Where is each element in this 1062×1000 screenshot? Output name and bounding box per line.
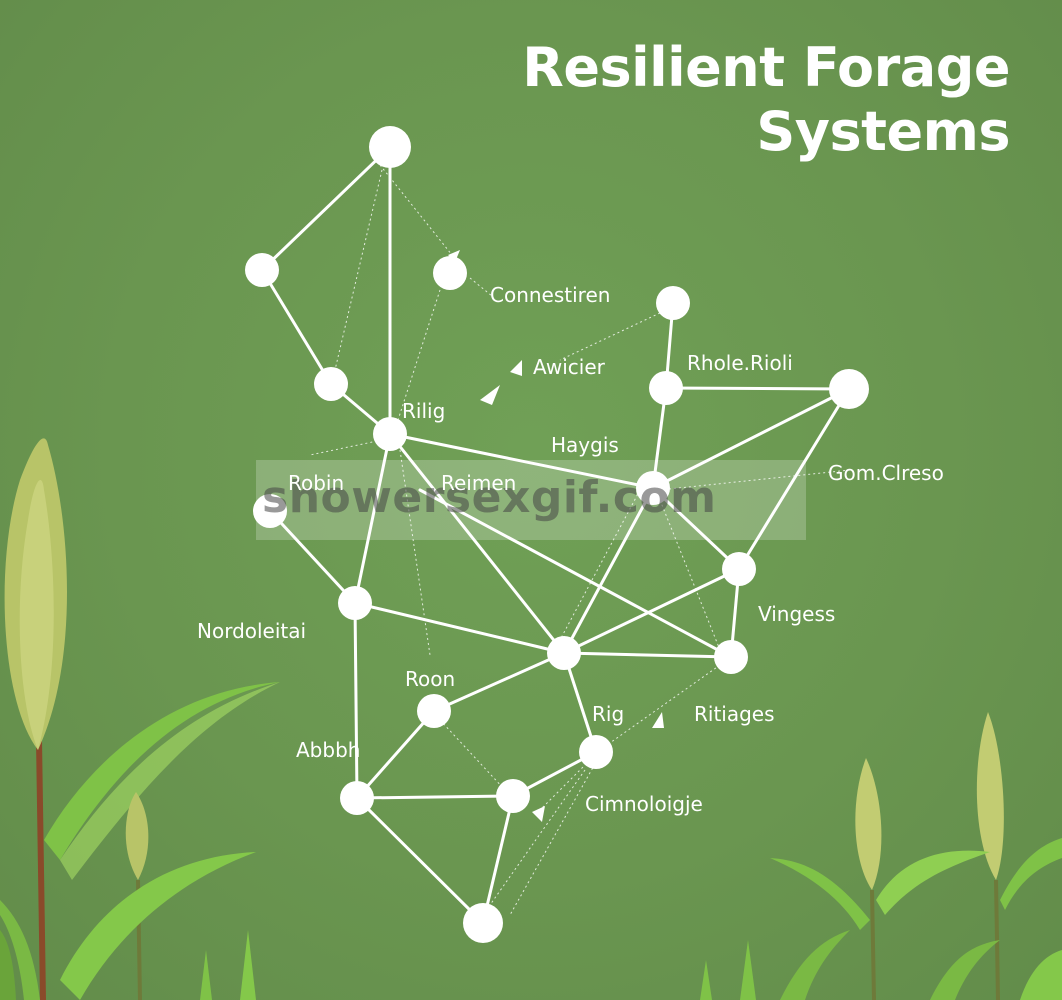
label-gom: Gom.Clreso [828,461,944,485]
label-rig: Rig [592,702,625,726]
label-rilig: Rilig [402,399,446,423]
label-vingess: Vingess [758,602,836,626]
node [579,735,613,769]
arrow-marks [448,250,664,822]
watermark-text: showersexgif.com [262,472,717,523]
network-nodes [245,126,869,943]
label-nordoleitai: Nordoleitai [197,619,307,643]
node [373,417,407,451]
left-foliage [0,438,280,1000]
label-connection: Connestiren [490,283,611,307]
node [656,286,690,320]
label-robin: Robin [288,471,345,495]
node [340,781,374,815]
node [253,494,287,528]
node [369,126,411,168]
arrow-icon [480,385,500,405]
dotted-connectors [309,164,851,916]
arrow-icon [510,360,522,376]
arrow-icon [652,712,664,728]
node [714,640,748,674]
label-cimnoloigje: Cimnoloigje [585,792,703,816]
node [417,694,451,728]
label-roon: Roon [405,667,456,691]
node [636,471,670,505]
label-reimen: Reimen [441,471,517,495]
node [722,552,756,586]
label-haygis: Haygis [551,433,619,457]
label-advicer: Awicier [533,355,605,379]
node [245,253,279,287]
label-rhole: Rhole.Rioli [687,351,793,375]
node [463,903,503,943]
page-title: Resilient Forage Systems [522,36,1010,164]
title-line-2: Systems [756,100,1010,163]
node [547,636,581,670]
label-ritiages: Ritiages [694,702,775,726]
node [829,369,869,409]
node [433,256,467,290]
title-line-1: Resilient Forage [522,36,1010,99]
right-foliage [200,712,1062,1000]
node [338,586,372,620]
watermark: showersexgif.com [256,460,806,540]
arrow-icon [448,250,460,262]
node [649,371,683,405]
arrow-icon [532,806,545,822]
node [496,779,530,813]
label-abbh: Abbbh [296,738,361,762]
node [314,367,348,401]
